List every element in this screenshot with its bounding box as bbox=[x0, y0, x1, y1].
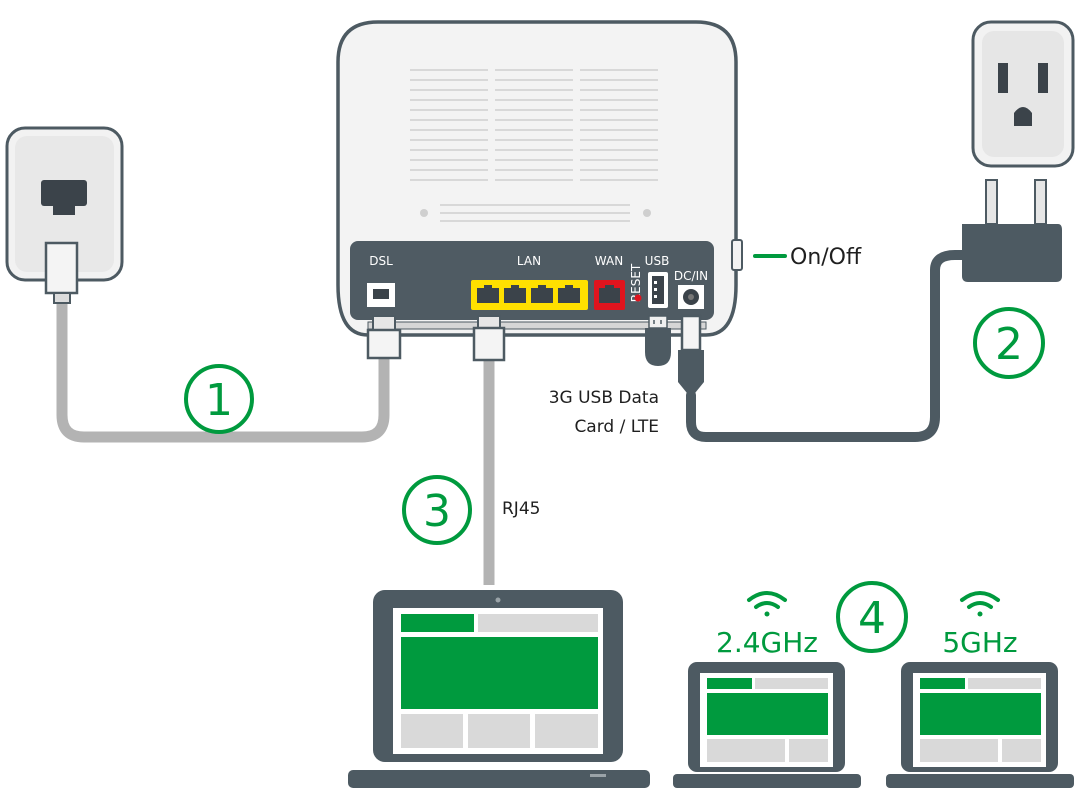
step-number-1: 1 bbox=[205, 375, 233, 426]
wan-port bbox=[594, 280, 625, 310]
rj45-plug bbox=[472, 315, 506, 362]
lan-port-label: LAN bbox=[517, 254, 541, 268]
usb-port bbox=[648, 272, 668, 308]
reset-button bbox=[634, 294, 642, 302]
lan-ports bbox=[471, 280, 588, 310]
laptop-icon-24ghz bbox=[673, 662, 861, 788]
step-badge-4: 4 bbox=[836, 581, 908, 653]
usb-card-label-line1: 3G USB Data bbox=[549, 388, 659, 408]
power-adapter-icon bbox=[962, 179, 1062, 282]
laptop-icon-wired bbox=[348, 590, 650, 788]
step-number-2: 2 bbox=[995, 319, 1023, 370]
vent-grille bbox=[410, 69, 658, 222]
usb-dongle-icon bbox=[645, 315, 671, 366]
step-number-3: 3 bbox=[423, 486, 451, 537]
power-outlet-icon bbox=[971, 20, 1075, 168]
dcin-port-label: DC/IN bbox=[674, 269, 708, 283]
dcin-port bbox=[678, 285, 704, 309]
wifi-icon-5 bbox=[960, 591, 1000, 617]
step-badge-1: 1 bbox=[184, 364, 254, 434]
on-off-label: On/Off bbox=[790, 245, 862, 270]
dsl-cable bbox=[56, 284, 390, 443]
step-number-4: 4 bbox=[858, 593, 886, 644]
wifi-band-5-label: 5GHz bbox=[942, 626, 1017, 659]
power-plug bbox=[678, 314, 704, 398]
reset-label: RESET bbox=[629, 263, 643, 302]
phone-jack-icon bbox=[5, 126, 124, 304]
rj45-label: RJ45 bbox=[502, 499, 540, 519]
usb-port-label: USB bbox=[645, 254, 670, 268]
wifi-icon-24 bbox=[747, 591, 787, 617]
dsl-port-label: DSL bbox=[369, 254, 393, 268]
step-badge-3: 3 bbox=[402, 475, 472, 545]
dsl-plug bbox=[366, 315, 402, 360]
laptop-icon-5ghz bbox=[886, 662, 1074, 788]
wifi-band-24-label: 2.4GHz bbox=[716, 626, 818, 659]
wan-port-label: WAN bbox=[595, 254, 623, 268]
step-badge-2: 2 bbox=[973, 307, 1045, 379]
dsl-port bbox=[367, 283, 395, 307]
usb-card-label-line2: Card / LTE bbox=[574, 417, 659, 437]
router-icon bbox=[336, 20, 743, 337]
power-cable bbox=[686, 250, 967, 442]
